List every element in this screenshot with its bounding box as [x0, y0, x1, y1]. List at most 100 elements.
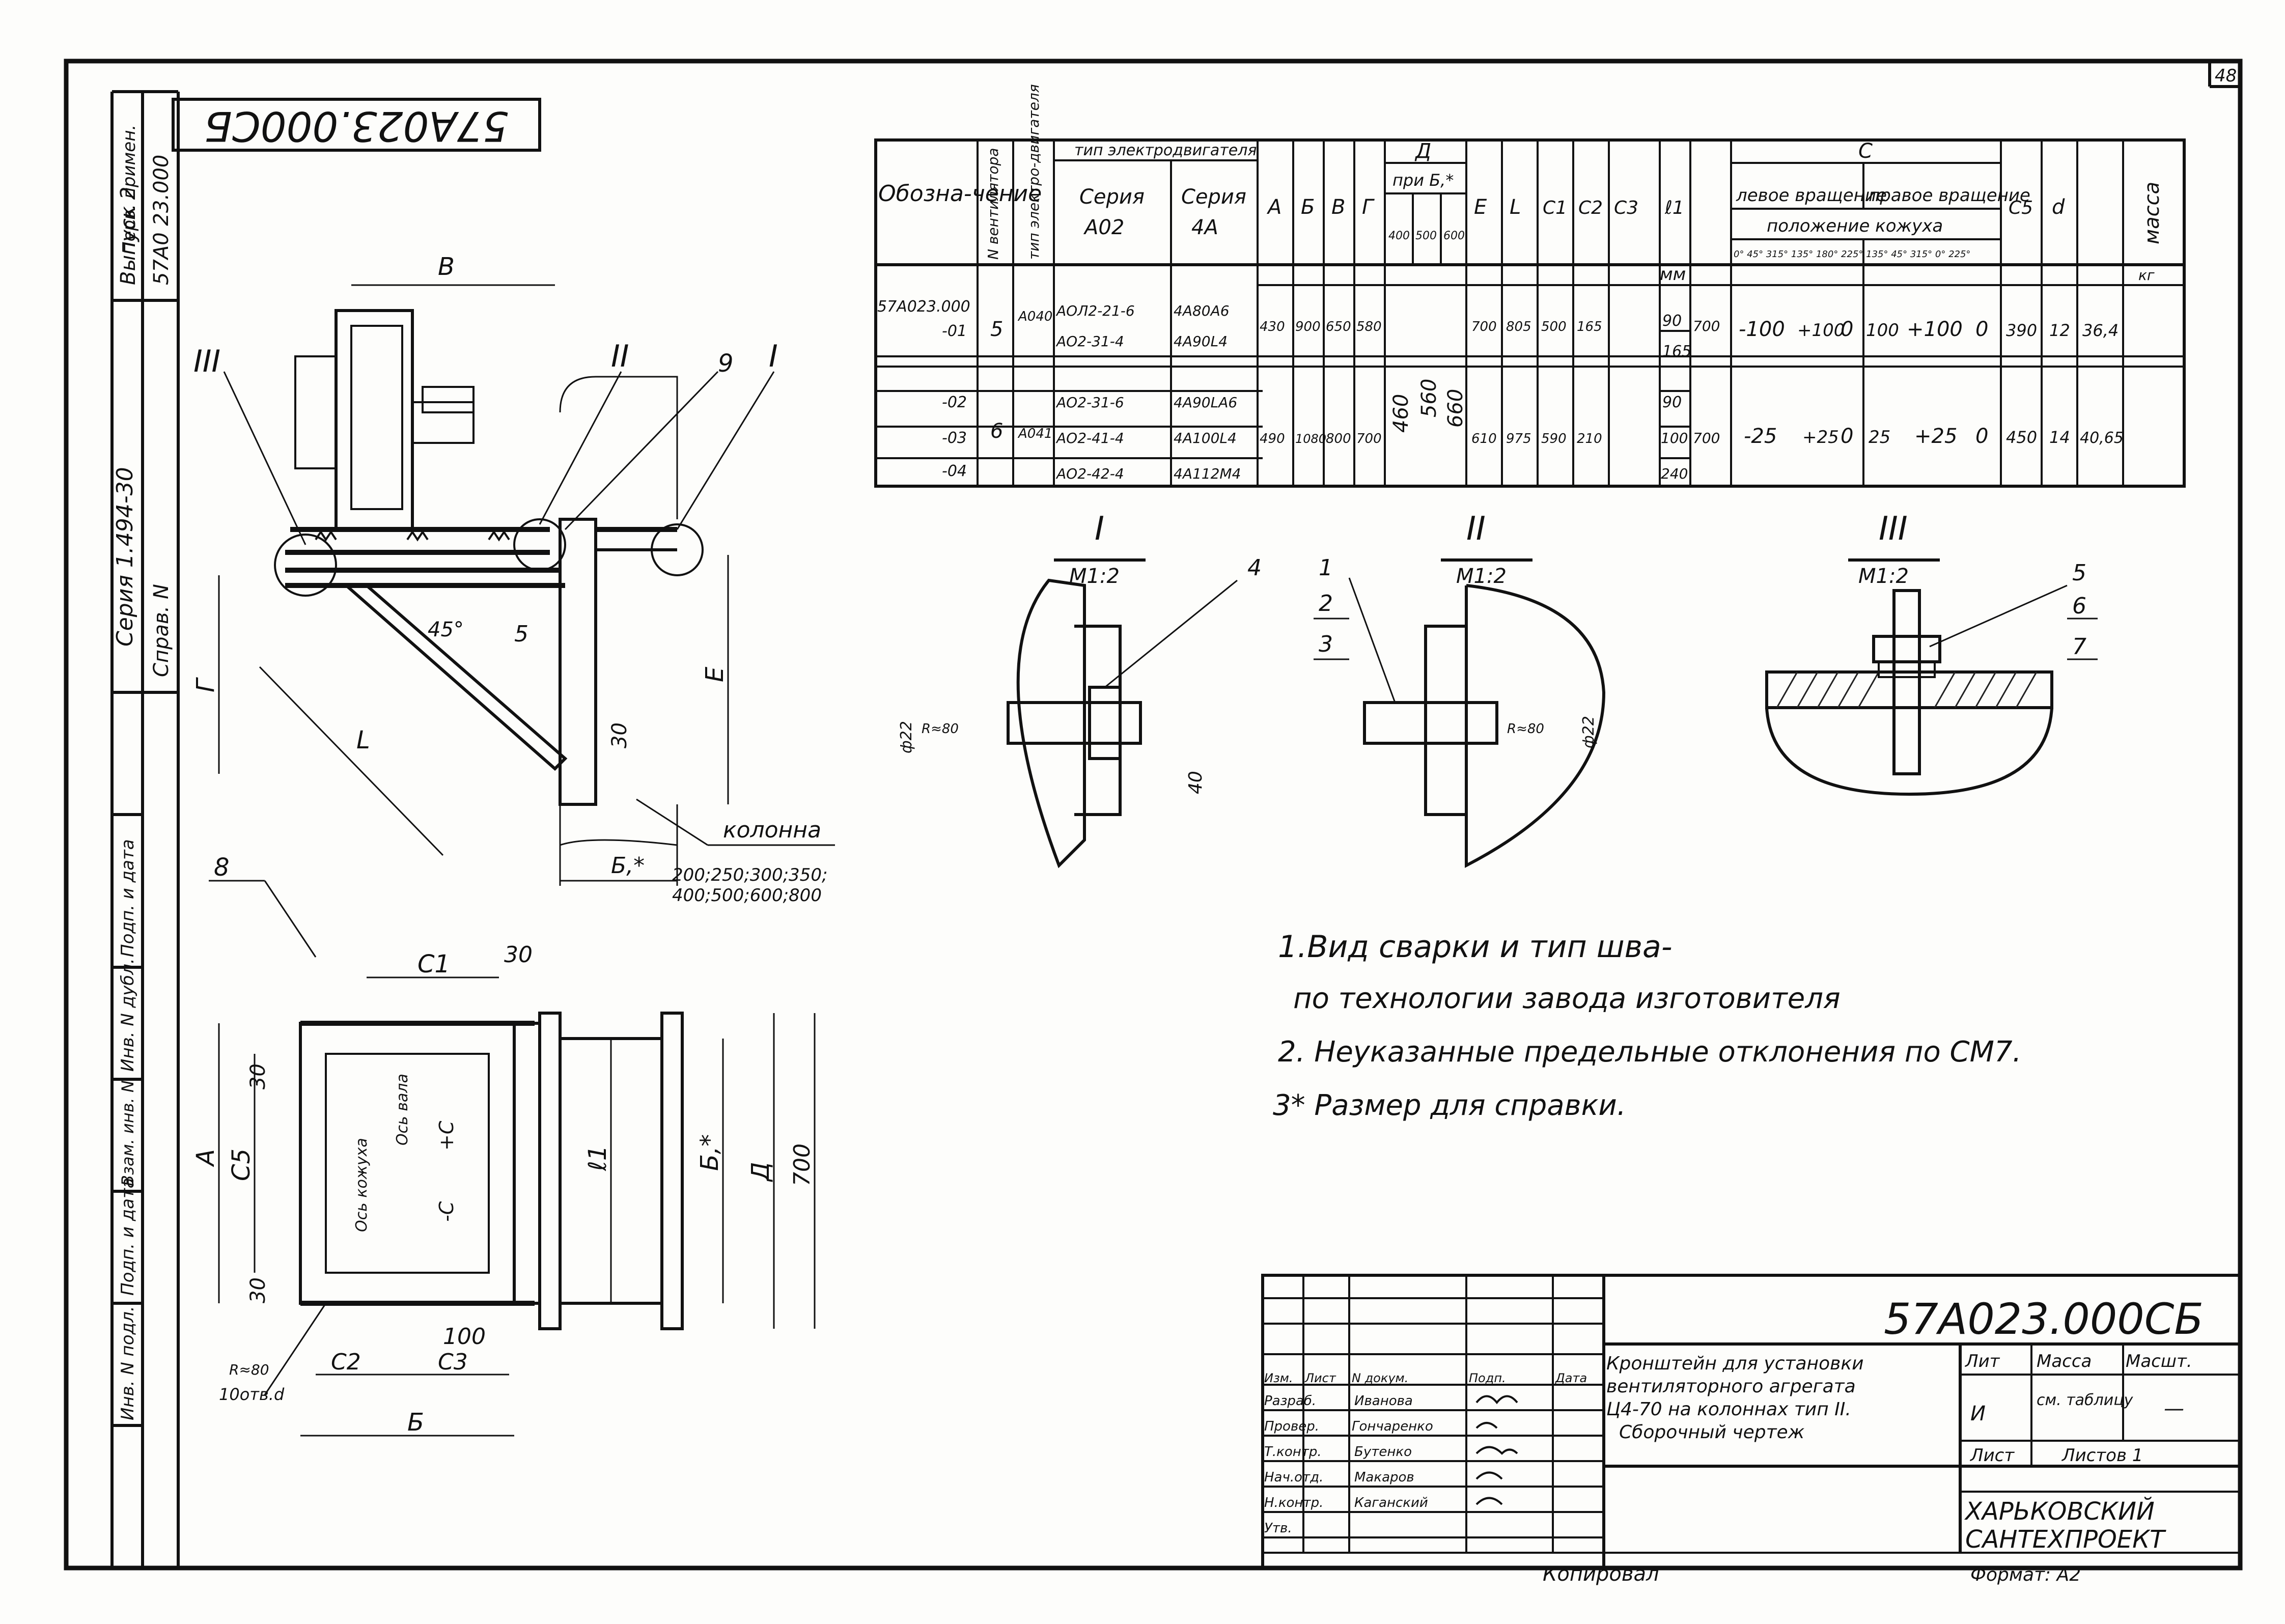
cell-g: 580	[1356, 319, 1382, 334]
cell-c3: 90	[1662, 312, 1682, 330]
cell-a: 490	[1260, 431, 1285, 446]
cell-c2: 165	[1577, 319, 1602, 334]
first-use-label: Перв. примен.	[119, 125, 140, 255]
cell-designation: -02	[942, 394, 967, 411]
cell-fan: 6	[990, 419, 1003, 443]
note-1: 1.Вид сварки и тип шва-	[1278, 929, 1672, 965]
plan-d: Д	[746, 1162, 775, 1183]
strip-inv-dupl: Инв. N дубл.	[118, 958, 138, 1072]
cell-c-right-3: 0	[1975, 425, 1988, 448]
strip-replace-inv: Взам. инв. N	[118, 1080, 137, 1186]
cell-c1: 500	[1541, 319, 1567, 334]
detail-i-d22: ф22	[898, 721, 915, 753]
cell-c3: 165	[1662, 343, 1691, 360]
tb-sheets-label: Листов 1	[2061, 1445, 2143, 1466]
cell-b: 1080	[1295, 432, 1326, 446]
th-housing-position: положение кожуха	[1767, 216, 1943, 236]
detail-circle-i	[651, 523, 704, 576]
angle-label: 45°	[428, 618, 464, 641]
cell-g: 700	[1356, 431, 1382, 446]
th-e: Е	[1474, 195, 1487, 219]
plan-l1: ℓ1	[583, 1145, 612, 1171]
cell-c3: 240	[1661, 465, 1688, 482]
tb-mass-label: Масса	[2037, 1351, 2092, 1371]
cell-c-right-3: 0	[1975, 318, 1988, 341]
detail-circle-iii	[274, 534, 337, 597]
plan-100: 100	[443, 1324, 486, 1350]
tb-mass-value: см. таблицу	[2037, 1391, 2134, 1409]
plan-c1: С1	[417, 950, 450, 978]
dim-l-label: L	[356, 726, 370, 754]
cell-c-right-1: 25	[1869, 427, 1890, 447]
tb-scale-value: —	[2164, 1397, 2184, 1420]
tb-person: Бутенко	[1354, 1444, 1412, 1460]
plan-a: А	[191, 1149, 220, 1167]
cell-d-500: 560	[1417, 379, 1441, 417]
cell-c5: 390	[2006, 321, 2037, 340]
th-c5: С5	[2009, 198, 2033, 218]
th-c2: С2	[1578, 198, 1603, 218]
first-use-value: 57А0 23.000	[150, 155, 173, 285]
tb-copied: Копировал	[1543, 1562, 1659, 1586]
tb-col-sheet: Лист	[1304, 1371, 1336, 1385]
plan-30: 30	[504, 942, 533, 968]
th-angles: 0° 45° 315° 135° 180° 225° 135° 45° 315°…	[1734, 249, 1970, 260]
plan-plus-c: +С	[435, 1121, 458, 1151]
detail-i-title: I	[1095, 510, 1104, 548]
th-dd: d	[2052, 195, 2065, 219]
th-b: Б	[1301, 195, 1315, 219]
cell-c3: 100	[1661, 430, 1688, 446]
title-name-1: Кронштейн для установки	[1606, 1353, 1863, 1374]
tb-org-1: ХАРЬКОВСКИЙ	[1964, 1497, 2155, 1526]
cell-c-left-3: 0	[1841, 318, 1853, 341]
note-1-cont: по технологии завода изготовителя	[1293, 982, 1841, 1015]
cell-a02: АО2-31-4	[1055, 333, 1124, 350]
dim-b-label: В	[438, 253, 455, 281]
cell-l1: 700	[1693, 430, 1720, 446]
cell-a02: АО2-41-4	[1055, 430, 1124, 446]
plan-holes: 10отв.d	[219, 1385, 285, 1404]
title-name-4: Сборочный чертеж	[1619, 1422, 1805, 1443]
detail-ii-title: II	[1466, 510, 1486, 548]
label-iii: III	[193, 344, 220, 379]
th-a: А	[1266, 195, 1281, 219]
cell-c-left-1: -25	[1744, 425, 1777, 448]
tb-role: Утв.	[1264, 1521, 1292, 1536]
detail-iii-scale: М1:2	[1858, 565, 1909, 588]
callout-9: 9	[718, 349, 734, 378]
detail-view-iii: III М1:2 5 6 7	[1765, 510, 2098, 796]
cell-e: 610	[1471, 431, 1497, 446]
cell-v: 800	[1326, 431, 1351, 446]
detail-view-i: I М1:2 4 ф22 R≈80 40	[898, 510, 1262, 869]
elevation-view: В Г Е L 45° 5 30 колонна Б,* 200;250;300…	[191, 253, 835, 906]
cell-a02: АО2-31-6	[1055, 394, 1124, 411]
dim-30-label: 30	[608, 722, 631, 748]
detail-iii-callout-6: 6	[2072, 593, 2086, 619]
tb-person: Иванова	[1354, 1393, 1413, 1409]
tb-sheet-label: Лист	[1969, 1445, 2015, 1466]
cell-designation: -03	[942, 429, 967, 447]
th-series-4a-label: Серия	[1181, 185, 1246, 209]
issue-label: Выпуск 2	[117, 187, 140, 285]
th-c1: С1	[1543, 198, 1567, 218]
th-frame-type: тип электро-двигателя	[1025, 84, 1042, 260]
cell-c2: 210	[1577, 431, 1602, 446]
cell-designation: -01	[942, 322, 967, 340]
cell-4a: 4А90L4	[1174, 333, 1228, 350]
cell-d-600: 660	[1444, 389, 1467, 428]
tb-role: Т.контр.	[1264, 1444, 1322, 1460]
plan-b-star: Б,*	[695, 1134, 724, 1171]
th-d-600: 600	[1443, 230, 1465, 242]
widths-line-1: 200;250;300;350;	[672, 865, 827, 885]
title-name-3: Ц4-70 на колоннах тип II.	[1606, 1399, 1851, 1420]
cell-4a: 4А100L4	[1174, 430, 1237, 446]
tb-person: Гончаренко	[1352, 1419, 1433, 1434]
tb-scale-label: Масшт.	[2126, 1351, 2192, 1371]
tb-role: Н.контр.	[1264, 1495, 1323, 1510]
cell-b: 900	[1295, 319, 1321, 334]
notes-block: 1.Вид сварки и тип шва- по технологии за…	[1273, 929, 2021, 1122]
detail-ii-callout-1: 1	[1319, 555, 1333, 581]
th-motor-type: тип электродвигателя	[1074, 142, 1257, 159]
